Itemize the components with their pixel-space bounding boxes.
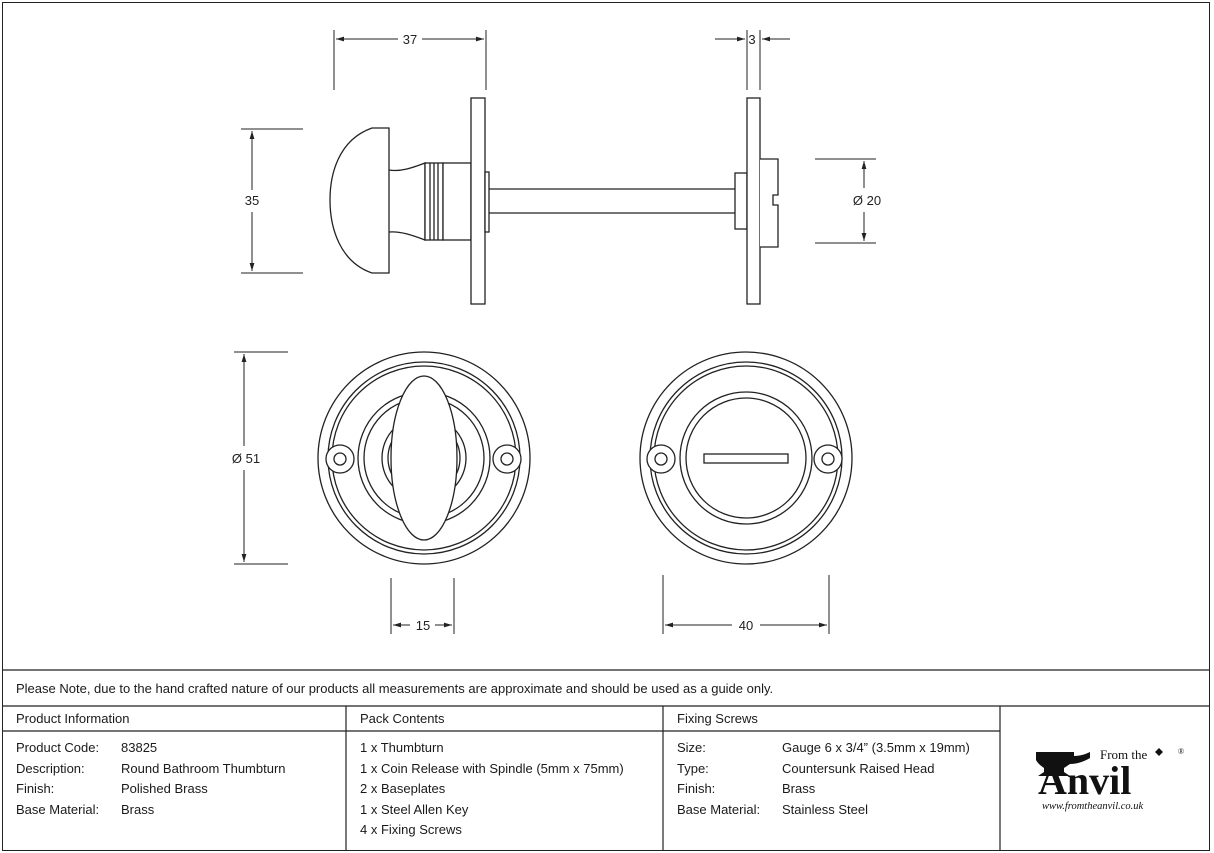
product-info-row: Description:Round Bathroom Thumbturn [16, 760, 286, 776]
product-info-table: Product Code:83825 Description:Round Bat… [16, 738, 286, 820]
list-item: 1 x Thumbturn [360, 740, 444, 755]
pack-contents-header: Pack Contents [360, 711, 445, 726]
dim-rose-width: 40 [739, 618, 753, 633]
dim-thumbturn-width: 15 [416, 618, 430, 633]
front-view-coin-release [639, 351, 853, 565]
logo-registered: ® [1178, 747, 1184, 756]
front-view-thumbturn [317, 351, 531, 565]
logo-from-the: From the [1100, 747, 1148, 762]
list-item: 4 x Fixing Screws [360, 822, 462, 837]
dim-knob-height: 35 [245, 193, 259, 208]
product-info-row: Base Material:Brass [16, 801, 155, 817]
list-item: 1 x Coin Release with Spindle (5mm x 75m… [360, 760, 624, 776]
measurement-note: Please Note, due to the hand crafted nat… [16, 681, 774, 696]
product-info-row: Product Code:83825 [16, 740, 158, 755]
fixing-screws-row: Finish:Brass [677, 781, 816, 796]
logo-url: www.fromtheanvil.co.uk [1042, 801, 1144, 812]
fixing-screws-row: Size:Gauge 6 x 3/4” (3.5mm x 19mm) [677, 740, 970, 755]
product-info-row: Finish:Polished Brass [16, 781, 208, 796]
fixing-screws-table: Size:Gauge 6 x 3/4” (3.5mm x 19mm) Type:… [677, 738, 970, 820]
fixing-screws-row: Base Material:Stainless Steel [677, 801, 868, 817]
side-view [329, 97, 779, 305]
table-grid [3, 669, 1210, 851]
product-info-header: Product Information [16, 711, 130, 726]
anvil-logo: From the ® Anvil www.fromtheanvil.co.uk [1036, 747, 1184, 812]
list-item: 1 x Steel Allen Key [360, 801, 469, 817]
anvil-icon [1036, 752, 1090, 776]
list-item: 2 x Baseplates [360, 781, 446, 796]
diamond-icon [1155, 748, 1163, 756]
logo-brand: Anvil [1038, 758, 1131, 803]
dim-coin-release-diameter: Ø 20 [853, 193, 881, 208]
dim-knob-length: 37 [403, 32, 417, 47]
dim-rose-diameter: Ø 51 [232, 451, 260, 466]
fixing-screws-header: Fixing Screws [677, 711, 758, 726]
dim-plate-thickness: 3 [748, 32, 755, 47]
dimension-lines [234, 30, 876, 634]
fixing-screws-row: Type:Countersunk Raised Head [677, 760, 935, 776]
pack-contents-list: 1 x Thumbturn 1 x Coin Release with Spin… [360, 738, 624, 841]
